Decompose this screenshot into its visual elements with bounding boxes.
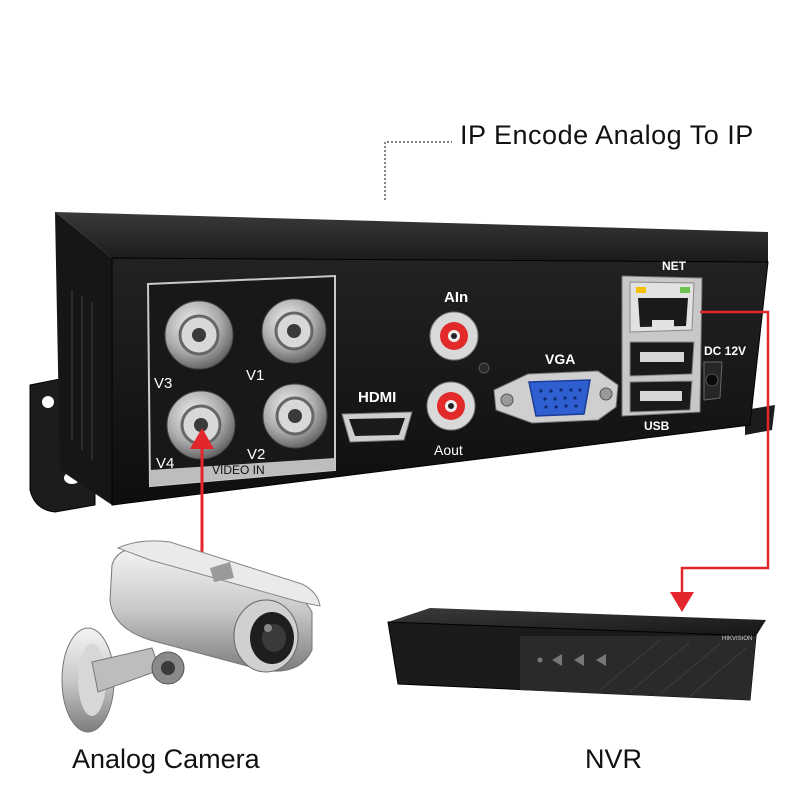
video-in-label: VIDEO IN [212,463,265,477]
nvr-brand-label: HIKVISION [722,636,752,642]
nvr-connection-arrow [670,310,770,612]
label-v1: V1 [246,367,264,384]
audio-screw [478,362,490,374]
label-v2: V2 [247,446,265,463]
label-vga: VGA [545,351,575,367]
caption-analog-camera: Analog Camera [72,744,260,774]
hdmi-port[interactable] [341,411,413,443]
label-usb: USB [644,419,670,433]
camera-connection-arrow [190,428,214,560]
diagram-title: IP Encode Analog To IP [460,120,754,150]
encoder-device: VIDEO IN V3 V1 V4 V2 HDMI [29,212,775,513]
bnc-connector-v3[interactable] [164,300,234,370]
device-top [55,212,768,262]
label-aout: Aout [434,442,463,458]
label-hdmi: HDMI [358,389,396,406]
bnc-connector-v4[interactable] [166,390,236,460]
bnc-connector-v2[interactable] [262,383,328,449]
label-v3: V3 [154,375,172,392]
ethernet-port[interactable] [629,281,695,333]
dc-power-jack[interactable] [703,361,723,401]
label-v4: V4 [156,455,174,472]
label-ain: AIn [444,289,468,306]
nvr-device: HIKVISION [387,608,766,701]
vga-port[interactable] [493,370,619,424]
analog-camera [61,540,321,733]
usb-port-bottom[interactable] [629,380,693,413]
audio-out-jack[interactable] [426,381,476,431]
bnc-connector-v1[interactable] [261,298,327,364]
device-left-side [55,212,112,505]
audio-in-jack[interactable] [429,311,479,361]
caption-nvr: NVR [585,744,643,774]
label-dc: DC 12V [704,344,746,358]
label-net: NET [662,259,687,273]
title-leader-line [384,141,452,200]
usb-port-top[interactable] [629,341,695,377]
